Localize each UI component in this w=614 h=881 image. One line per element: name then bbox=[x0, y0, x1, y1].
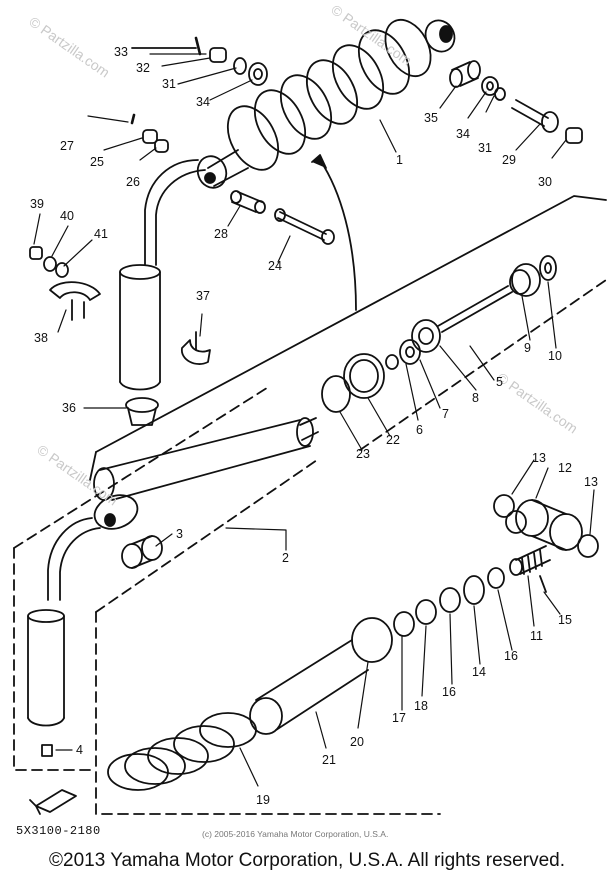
callout-16: 16 bbox=[442, 685, 456, 699]
callout-18: 18 bbox=[414, 699, 428, 713]
hardware-top bbox=[130, 36, 583, 245]
footer-copyright: ©2013 Yamaha Motor Corporation, U.S.A. A… bbox=[49, 850, 565, 871]
callout-31: 31 bbox=[478, 141, 492, 155]
assembly-arrow bbox=[319, 159, 357, 311]
frame-line bbox=[95, 195, 607, 453]
diagram-code: 5X3100-2180 bbox=[16, 824, 101, 838]
leader-lines bbox=[33, 53, 595, 787]
callout-13: 13 bbox=[584, 475, 598, 489]
callout-38: 38 bbox=[34, 331, 48, 345]
damper-assembly bbox=[27, 417, 319, 757]
callout-28: 28 bbox=[214, 227, 228, 241]
callout-11: 11 bbox=[530, 629, 543, 643]
callout-15: 15 bbox=[558, 613, 572, 627]
callout-7: 7 bbox=[442, 407, 449, 421]
watermarks: © Partzilla.com © Partzilla.com © Partzi… bbox=[26, 1, 580, 508]
assembly-arrowhead bbox=[311, 154, 327, 169]
watermark: © Partzilla.com bbox=[494, 369, 580, 436]
callout-3: 3 bbox=[176, 527, 183, 541]
callout-22: 22 bbox=[386, 433, 400, 447]
callout-8: 8 bbox=[472, 391, 479, 405]
frame-line bbox=[95, 457, 321, 613]
bracket-37 bbox=[181, 331, 211, 365]
callout-36: 36 bbox=[62, 401, 76, 415]
watermark: © Partzilla.com bbox=[26, 13, 112, 80]
callout-27: 27 bbox=[60, 139, 74, 153]
callout-13: 13 bbox=[532, 451, 546, 465]
callout-1: 1 bbox=[396, 153, 403, 167]
callout-41: 41 bbox=[94, 227, 108, 241]
callout-29: 29 bbox=[502, 153, 516, 167]
callout-39: 39 bbox=[30, 197, 44, 211]
callout-30: 30 bbox=[538, 175, 552, 189]
callouts: 1 2 3 4 5 6 7 8 9 10 11 12 13 13 14 15 1… bbox=[30, 45, 598, 807]
callout-14: 14 bbox=[472, 665, 486, 679]
callout-2: 2 bbox=[282, 551, 289, 565]
shock-absorber-assembly bbox=[119, 18, 456, 391]
frame-line bbox=[95, 611, 441, 815]
callout-5: 5 bbox=[496, 375, 503, 389]
callout-12: 12 bbox=[558, 461, 572, 475]
callout-4: 4 bbox=[76, 743, 83, 757]
callout-19: 19 bbox=[256, 793, 270, 807]
callout-34: 34 bbox=[196, 95, 210, 109]
callout-35: 35 bbox=[424, 111, 438, 125]
clamp-hardware bbox=[29, 246, 101, 321]
callout-10: 10 bbox=[548, 349, 562, 363]
callout-31: 31 bbox=[162, 77, 176, 91]
fwd-arrow-icon bbox=[29, 789, 77, 815]
rod-parts bbox=[321, 255, 557, 413]
callout-33: 33 bbox=[114, 45, 128, 59]
callout-26: 26 bbox=[126, 175, 140, 189]
frame-line bbox=[13, 547, 93, 771]
callout-20: 20 bbox=[350, 735, 364, 749]
spring-19 bbox=[107, 712, 257, 791]
adjuster-parts bbox=[249, 494, 599, 735]
callout-9: 9 bbox=[524, 341, 531, 355]
callout-24: 24 bbox=[268, 259, 282, 273]
watermark: © Partzilla.com bbox=[34, 441, 120, 508]
callout-34: 34 bbox=[456, 127, 470, 141]
callout-37: 37 bbox=[196, 289, 210, 303]
frame-line bbox=[89, 451, 97, 481]
callout-40: 40 bbox=[60, 209, 74, 223]
callout-16: 16 bbox=[504, 649, 518, 663]
frame-line bbox=[13, 385, 271, 549]
callout-25: 25 bbox=[90, 155, 104, 169]
callout-23: 23 bbox=[356, 447, 370, 461]
callout-6: 6 bbox=[416, 423, 423, 437]
callout-32: 32 bbox=[136, 61, 150, 75]
callout-21: 21 bbox=[322, 753, 336, 767]
callout-17: 17 bbox=[392, 711, 406, 725]
small-copyright: (c) 2005-2016 Yamaha Motor Corporation, … bbox=[202, 829, 389, 839]
bump-stop bbox=[125, 397, 159, 426]
